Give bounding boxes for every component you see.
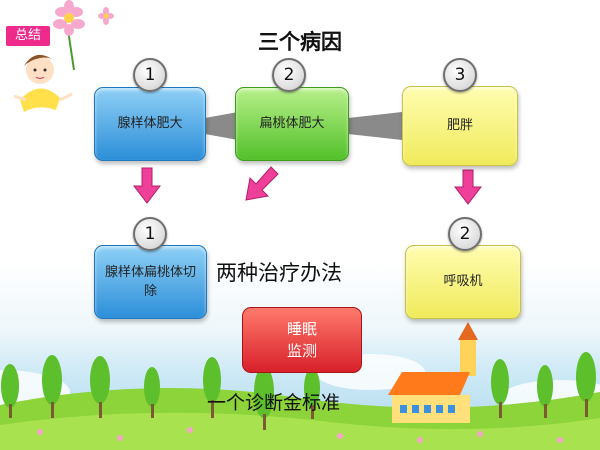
- treatment-number-badge: 1: [133, 217, 167, 251]
- gold-standard-label: 一个诊断金标准: [207, 392, 341, 414]
- cause-number-badge: 2: [272, 58, 306, 92]
- summary-tag: 总结: [6, 26, 50, 46]
- cause-box-tonsil: 扁桃体肥大: [235, 87, 349, 161]
- treatment-label: 腺样体扁桃体切除: [105, 264, 197, 300]
- sleep-monitor-label: 睡眠 监测: [286, 319, 317, 361]
- treatment-number-badge: 2: [448, 217, 482, 251]
- treatment-box-surgery: 腺样体扁桃体切除: [94, 245, 207, 319]
- cause-number-badge: 1: [133, 58, 167, 92]
- cause-label: 腺样体肥大: [117, 116, 183, 132]
- cause-box-adenoid: 腺样体肥大: [94, 87, 206, 161]
- cause-number-badge: 3: [443, 58, 477, 92]
- cause-label: 扁桃体肥大: [259, 116, 325, 132]
- cause-box-obesity: 肥胖: [402, 86, 518, 166]
- cause-label: 肥胖: [446, 118, 473, 134]
- page-title: 三个病因: [258, 30, 342, 54]
- treatment-label: 呼吸机: [443, 274, 483, 290]
- methods-label: 两种治疗办法: [216, 261, 342, 285]
- treatment-box-ventilator: 呼吸机: [405, 245, 521, 319]
- sleep-monitor-box: 睡眠 监测: [242, 307, 362, 373]
